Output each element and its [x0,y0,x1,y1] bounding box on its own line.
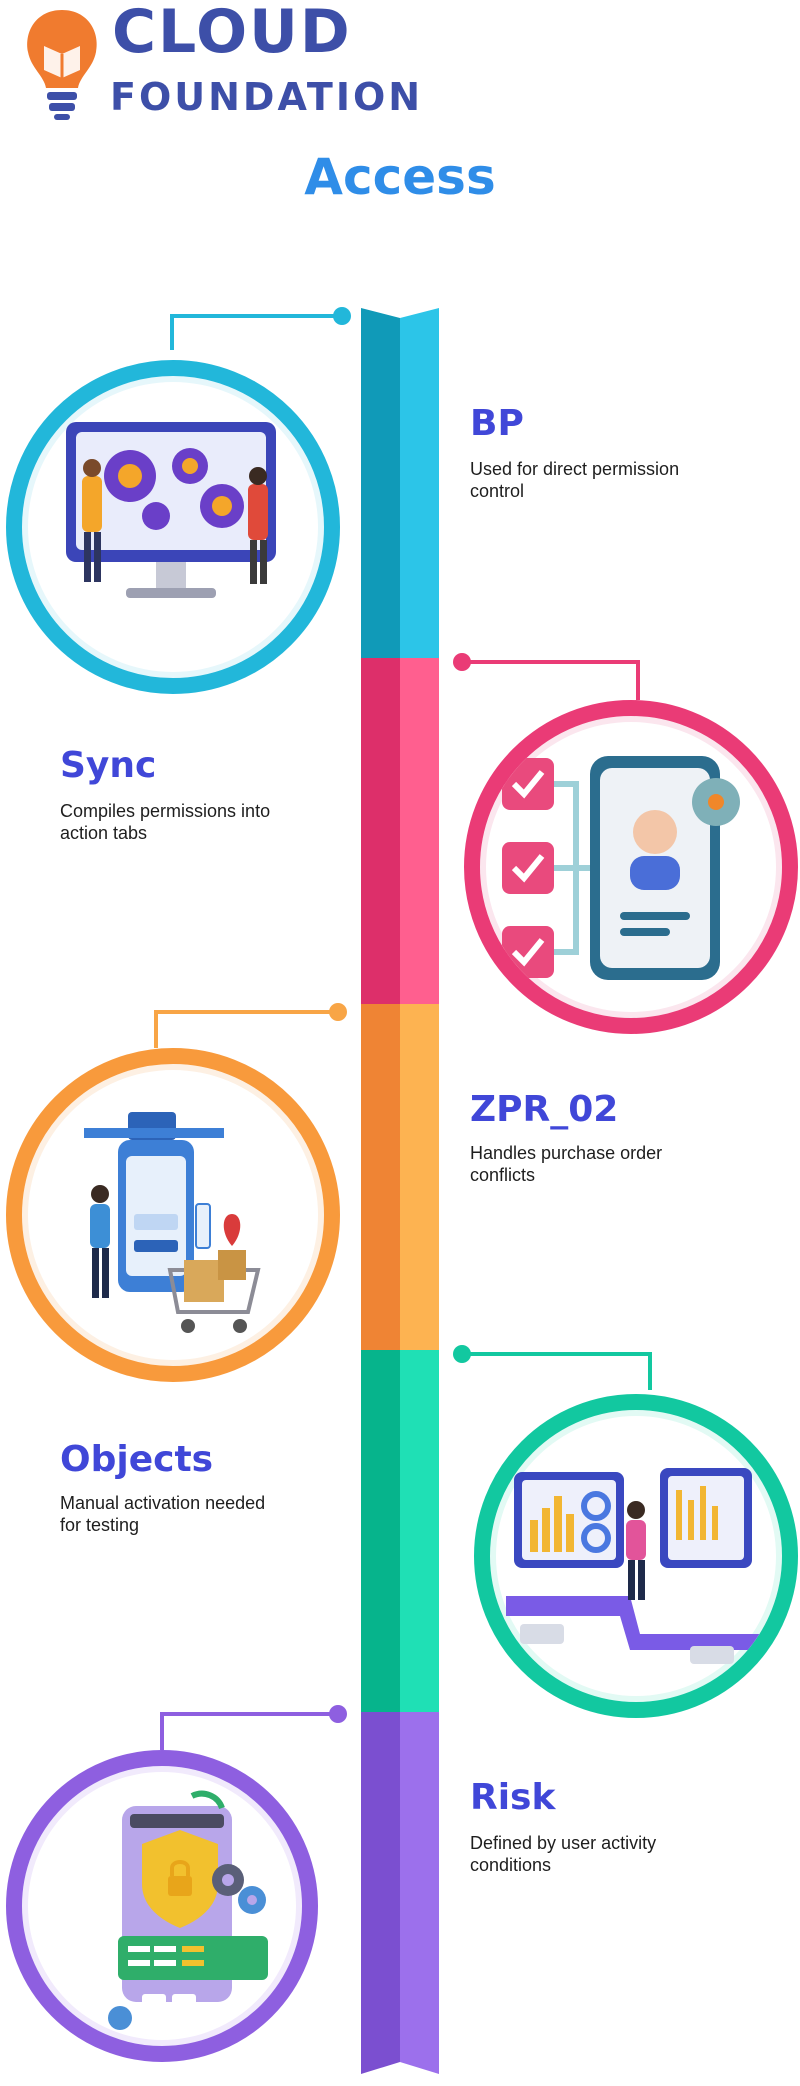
online-shopping-cart-icon [84,1112,261,1333]
illustration-circle-5 [6,1750,318,2062]
illustration-circle-4 [474,1394,798,1718]
step-title-3: ZPR_02 [470,1089,619,1130]
timeline-segment-3 [361,1004,439,1356]
security-lock-device-icon [108,1790,268,2030]
step-desc-5: Defined by user activity conditions [470,1833,657,1875]
timeline-segment-2 [361,658,439,1010]
illustration-circle-2 [464,700,798,1034]
step-desc-1: Used for direct permission control [470,459,680,501]
analytics-dashboard-icon [506,1468,766,1664]
lightbulb-book-icon [27,10,97,120]
timeline-segment-1 [361,308,439,664]
page-title: Access [304,148,496,206]
step-title-2: Sync [60,745,157,786]
step-desc-3: Handles purchase order conflicts [470,1143,663,1185]
brand-line-1: CLOUD [112,0,352,67]
step-desc-4: Manual activation needed for testing [60,1493,266,1535]
step-desc-2: Compiles permissions into action tabs [60,801,271,843]
timeline-segment-4 [361,1350,439,1718]
step-title-1: BP [470,403,524,444]
phone-profile-checklist-icon [502,756,740,980]
step-title-5: Risk [470,1777,556,1818]
process-monitor-icon [66,422,276,598]
brand-logo [22,6,102,124]
illustration-circle-1 [6,360,340,694]
illustration-circle-3 [6,1048,340,1382]
brand-line-2: FOUNDATION [110,75,424,119]
timeline-segment-5 [361,1712,439,2074]
step-title-4: Objects [60,1439,214,1480]
